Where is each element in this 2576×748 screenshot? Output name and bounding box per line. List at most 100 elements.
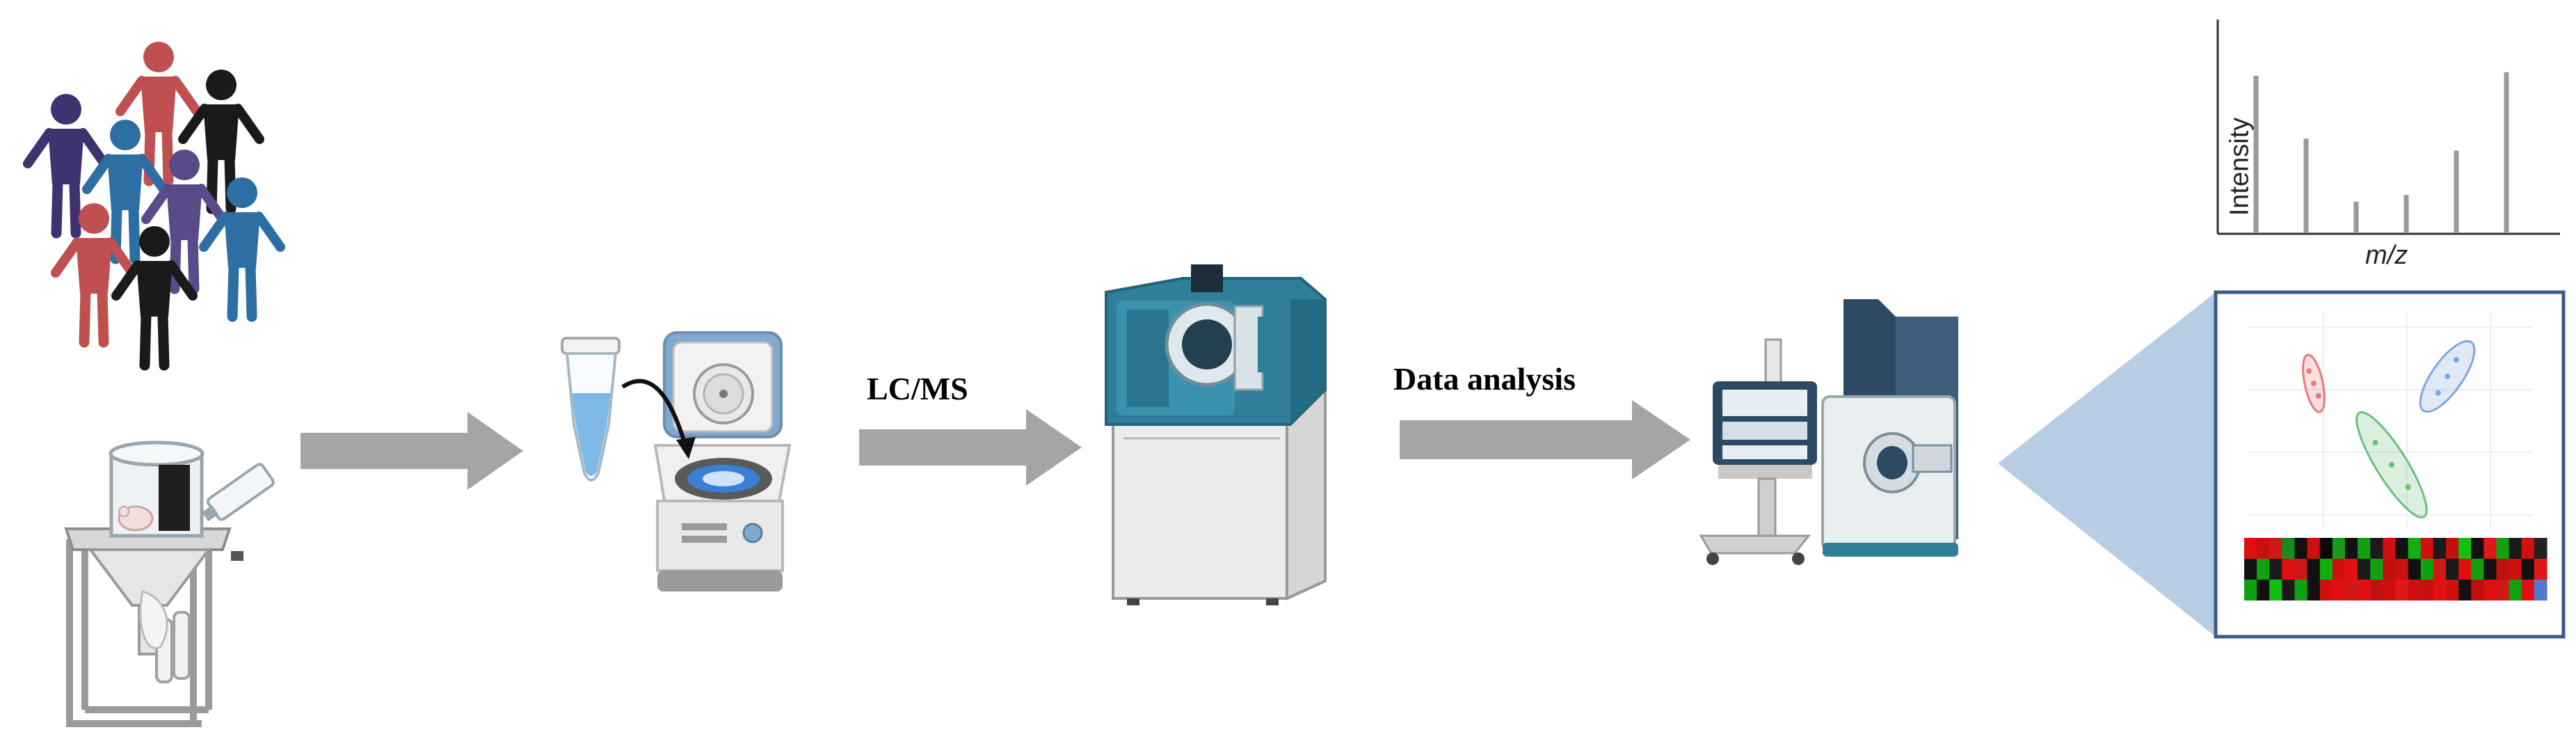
people-group-icon <box>23 42 285 371</box>
score-point <box>2405 484 2411 490</box>
heatmap-cell <box>2345 580 2358 600</box>
data-analysis-label: Data analysis <box>1393 361 1576 397</box>
heatmap-cell <box>2408 538 2422 559</box>
person-icon <box>82 120 168 264</box>
heatmap-cell <box>2269 559 2282 580</box>
heatmap-cell <box>2433 538 2447 559</box>
heatmap-cell <box>2307 559 2321 580</box>
heatmap-cell <box>2370 580 2383 600</box>
person-icon <box>199 177 285 322</box>
heatmap-cell <box>2483 559 2497 580</box>
heatmap-cell <box>2383 580 2397 600</box>
heatmap-cell <box>2319 580 2333 600</box>
results-panel <box>2214 290 2566 639</box>
heatmap-cell <box>2395 559 2409 580</box>
heatmap-cell <box>2496 538 2510 559</box>
heatmap-cell <box>2408 559 2422 580</box>
heatmap-cell <box>2471 538 2484 559</box>
heatmap-cell <box>2383 559 2397 580</box>
score-point <box>2372 440 2378 446</box>
heatmap-cell <box>2269 580 2282 600</box>
heatmap-cell <box>2458 538 2472 559</box>
heatmap-cell <box>2534 580 2547 600</box>
heatmap-cell <box>2269 538 2282 559</box>
heatmap-cell <box>2458 559 2472 580</box>
heatmap-cell <box>2433 559 2447 580</box>
arrow-2 <box>859 409 1082 486</box>
spectrum-xlabel: m/z <box>2365 241 2408 270</box>
heatmap-cell <box>2282 580 2296 600</box>
score-point <box>2435 390 2441 396</box>
heatmap-cell <box>2521 538 2535 559</box>
heatmap-cell <box>2420 559 2434 580</box>
heatmap-cell <box>2332 559 2346 580</box>
heatmap-cell <box>2244 580 2257 600</box>
uplc-autosampler-icon <box>1699 338 1817 565</box>
heatmap-cell <box>2408 580 2422 600</box>
heatmap-cell <box>2446 538 2459 559</box>
sample-tube-icon <box>561 337 621 482</box>
heatmap-cell <box>2282 559 2296 580</box>
heatmap <box>2244 538 2547 600</box>
heatmap-cell <box>2496 559 2510 580</box>
heatmap-cell <box>2420 538 2434 559</box>
heatmap-cell <box>2420 580 2434 600</box>
heatmap-cell <box>2282 538 2296 559</box>
score-point <box>2454 357 2460 363</box>
mass-spectrometer-icon <box>1105 264 1327 605</box>
heatmap-cell <box>2370 559 2383 580</box>
person-icon <box>51 203 137 348</box>
heatmap-cell <box>2345 559 2358 580</box>
heatmap-cell <box>2496 580 2510 600</box>
heatmap-cell <box>2294 538 2308 559</box>
heatmap-cell <box>2294 559 2308 580</box>
person-icon <box>23 94 109 239</box>
heatmap-cell <box>2509 538 2522 559</box>
person-icon <box>111 226 198 371</box>
heatmap-cell <box>2244 538 2257 559</box>
heatmap-cell <box>2521 580 2535 600</box>
heatmap-cell <box>2332 538 2346 559</box>
heatmap-cell <box>2458 580 2472 600</box>
score-point <box>2315 392 2321 399</box>
heatmap-cell <box>2370 538 2383 559</box>
heatmap-cell <box>2307 538 2321 559</box>
score-point <box>2389 462 2394 468</box>
heatmap-cell <box>2483 538 2497 559</box>
scores-plot <box>2302 340 2476 519</box>
heatmap-cell <box>2395 538 2409 559</box>
heatmap-cell <box>2483 580 2497 600</box>
metabolic-cage-icon <box>64 440 275 727</box>
heatmap-cell <box>2358 580 2371 600</box>
heatmap-cell <box>2244 559 2257 580</box>
heatmap-cell <box>2332 580 2346 600</box>
heatmap-cell <box>2294 580 2308 600</box>
heatmap-cell <box>2395 580 2409 600</box>
heatmap-cell <box>2509 559 2522 580</box>
heatmap-cell <box>2433 580 2447 600</box>
heatmap-cell <box>2509 580 2522 600</box>
heatmap-cell <box>2446 559 2459 580</box>
spectrum-ylabel: Intensity <box>2225 117 2255 216</box>
heatmap-cell <box>2257 559 2270 580</box>
heatmap-cell <box>2521 559 2535 580</box>
heatmap-cell <box>2383 538 2397 559</box>
heatmap-cell <box>2358 559 2371 580</box>
heatmap-cell <box>2307 580 2321 600</box>
lcms-label: LC/MS <box>867 371 968 406</box>
score-group <box>2355 411 2428 519</box>
heatmap-cell <box>2446 580 2459 600</box>
heatmap-cell <box>2471 580 2484 600</box>
score-group <box>2419 340 2476 413</box>
heatmap-cell <box>2534 559 2547 580</box>
score-point <box>2445 374 2450 379</box>
heatmap-cell <box>2358 538 2371 559</box>
heatmap-cell <box>2319 538 2333 559</box>
score-group <box>2302 353 2326 413</box>
score-point <box>2311 381 2317 386</box>
centrifuge-icon <box>621 331 792 591</box>
heatmap-cell <box>2345 538 2358 559</box>
heatmap-cell <box>2257 580 2270 600</box>
arrow-1 <box>301 412 523 490</box>
